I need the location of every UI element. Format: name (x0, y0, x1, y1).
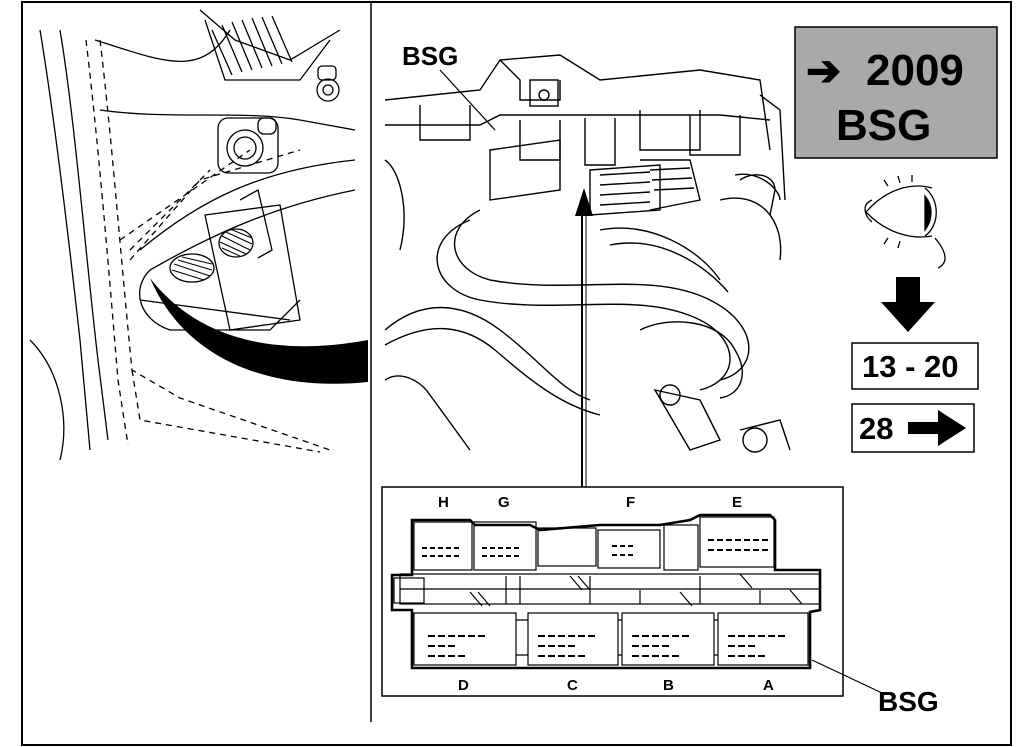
connector-label-a: A (763, 677, 774, 694)
pedal-pads (171, 228, 253, 281)
pointer-swoosh (150, 278, 368, 384)
bsg-leader-top (439, 69, 496, 131)
connector-pins (422, 539, 785, 657)
bsg-label-bottom: BSG (878, 686, 939, 717)
next-page-number: 28 (859, 411, 893, 446)
model-code: BSG (836, 101, 931, 150)
model-year-arrow: ➔ (806, 47, 841, 94)
eye-icon (864, 175, 946, 269)
connector-label-d: D (458, 677, 469, 694)
arrow-right-icon (908, 410, 966, 446)
arrow-down-icon (881, 277, 935, 332)
connector-label-h: H (438, 494, 449, 511)
model-year-box (794, 26, 998, 159)
page-range-box (851, 342, 979, 390)
connector-label-b: B (663, 677, 674, 694)
connector-label-e: E (732, 494, 742, 511)
page-range: 13 - 20 (862, 349, 959, 384)
connector-label-f: F (626, 494, 635, 511)
detail-pointer-arrow (575, 188, 593, 488)
model-year: 2009 (866, 46, 964, 95)
connector-label-g: G (498, 494, 510, 511)
connector-label-c: C (567, 677, 578, 694)
bsg-leader-bottom (811, 659, 883, 694)
dashboard-illustration (29, 9, 356, 461)
harness-illustration (384, 54, 791, 453)
bsg-label-top: BSG (402, 41, 458, 71)
page-frame (21, 1, 1012, 746)
connector-block (390, 513, 822, 670)
